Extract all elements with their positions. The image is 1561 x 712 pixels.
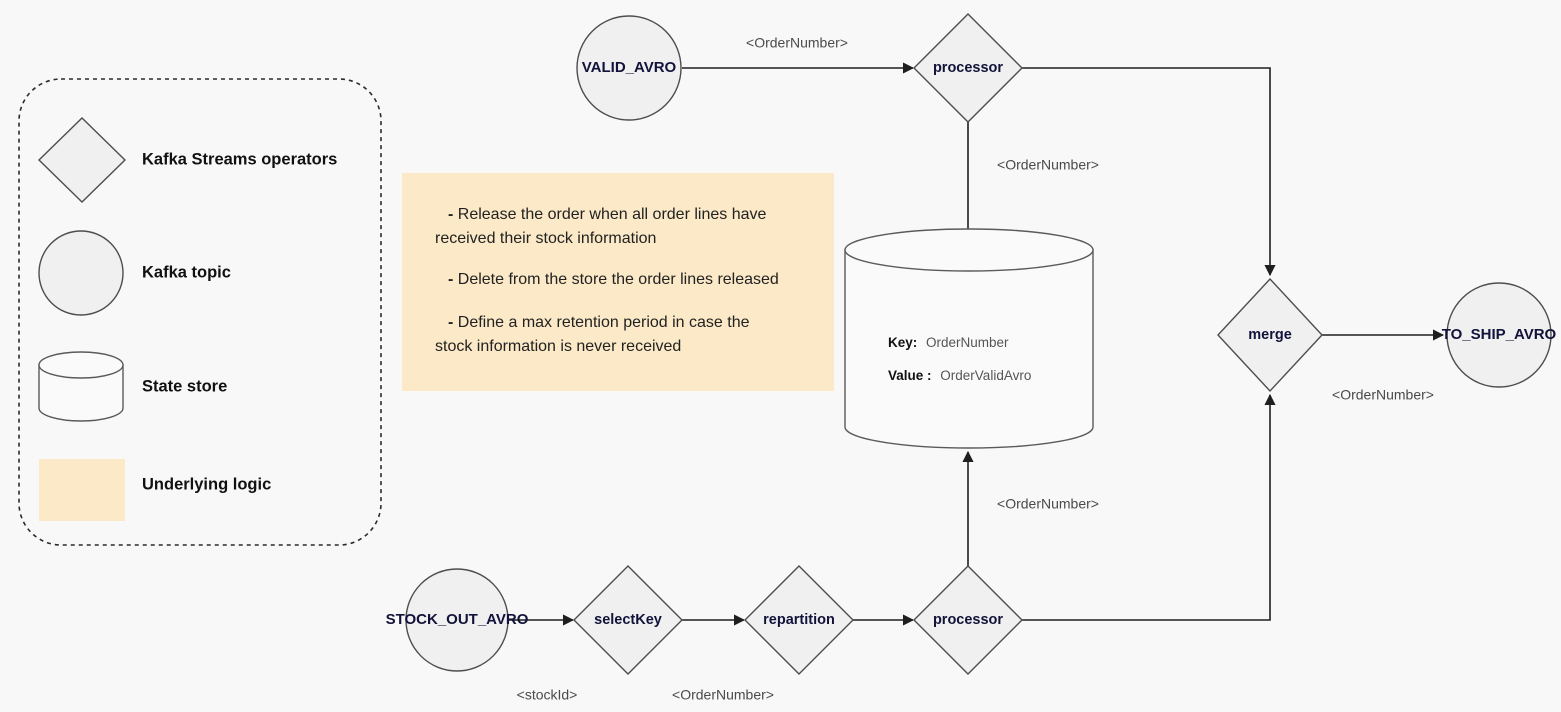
legend-cylinder-icon	[38, 351, 124, 422]
node-state-store[interactable]	[844, 228, 1094, 449]
state-store-value-row: Value : OrderValidAvro	[888, 368, 1031, 383]
legend-label-topic: Kafka topic	[142, 263, 231, 281]
node-valid-avro[interactable]	[576, 15, 682, 121]
edge-label-stock-to-selectkey: <stockId>	[517, 687, 578, 703]
note-line-4: - Define a max retention period in case …	[448, 314, 750, 331]
legend-label-state-store: State store	[142, 377, 227, 395]
note-line-2: received their stock information	[435, 230, 656, 247]
edge-label-selectkey-to-repartition: <OrderNumber>	[672, 687, 774, 703]
node-select-key-label: selectKey	[594, 612, 662, 628]
legend-circle-icon	[38, 230, 124, 316]
node-valid-avro-label: VALID_AVRO	[582, 59, 677, 76]
edge-processor-bot-to-merge	[1022, 393, 1276, 621]
node-to-ship-avro-label: TO_SHIP_AVRO	[1442, 326, 1557, 343]
legend-diamond-icon	[37, 117, 127, 203]
node-processor-bottom-label: processor	[933, 612, 1003, 628]
note-line-5: stock information is never received	[435, 338, 681, 355]
legend-note-swatch-icon	[39, 459, 125, 521]
legend-panel	[18, 78, 382, 546]
legend-label-operators: Kafka Streams operators	[142, 150, 337, 168]
node-processor-top[interactable]	[913, 13, 1023, 123]
legend-label-underlying-logic: Underlying logic	[142, 475, 271, 493]
node-stock-out-avro[interactable]	[405, 568, 509, 672]
node-repartition-label: repartition	[763, 612, 835, 628]
note-line-3: - Delete from the store the order lines …	[448, 271, 779, 288]
edge-processor-top-to-merge	[1022, 67, 1276, 277]
node-processor-bottom[interactable]	[913, 565, 1023, 675]
node-merge-label: merge	[1248, 327, 1292, 343]
edge-label-processor-bot-to-store: <OrderNumber>	[997, 496, 1099, 512]
edge-label-processor-to-store: <OrderNumber>	[997, 157, 1099, 173]
node-to-ship-avro[interactable]	[1446, 282, 1552, 388]
state-store-key-row: Key: OrderNumber	[888, 335, 1009, 350]
note-line-1: - Release the order when all order lines…	[448, 206, 767, 223]
note-box	[402, 173, 834, 391]
node-processor-top-label: processor	[933, 60, 1003, 76]
node-stock-out-avro-label: STOCK_OUT_AVRO	[386, 611, 529, 628]
node-repartition[interactable]	[744, 565, 854, 675]
node-merge[interactable]	[1217, 277, 1323, 393]
edge-label-merge-to-toship: <OrderNumber>	[1332, 387, 1434, 403]
node-select-key[interactable]	[573, 565, 683, 675]
edge-label-valid-to-processor: <OrderNumber>	[746, 35, 848, 51]
